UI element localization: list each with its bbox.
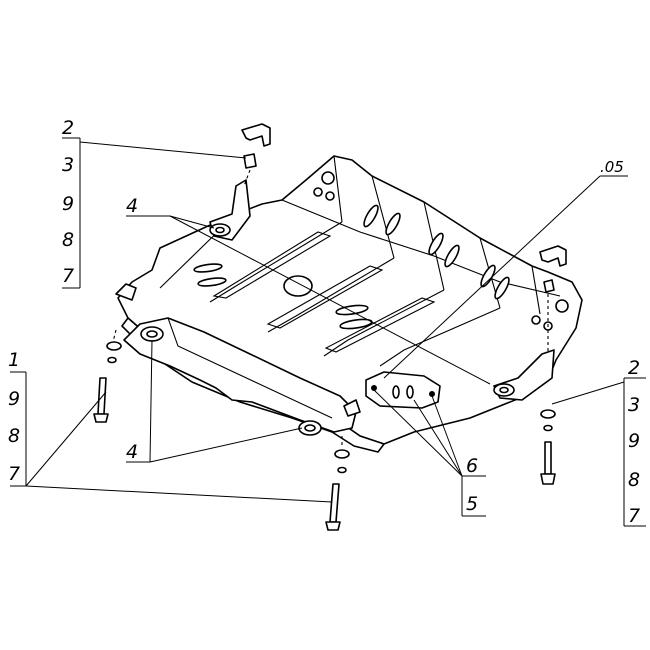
callout-part-6: 6 [466,455,478,477]
callout-bottom-left-3: 8 [8,425,20,447]
callout-right-4: 8 [628,469,640,491]
callout-part-4-upper: 4 [126,195,138,217]
cover-plate [365,371,441,409]
callout-right-3: 9 [628,430,640,452]
callout-part-5: 5 [466,493,478,515]
mounting-brackets [115,179,555,417]
hardware-left-bolt [93,329,122,423]
callout-bottom-left-4: 7 [8,463,20,485]
callout-right-1: 2 [628,357,640,379]
callout-top-left-5: 7 [62,265,74,287]
callout-top-left-2: 3 [62,154,74,176]
hardware-top-left [241,123,271,187]
callout-bottom-left-1: 1 [8,349,20,371]
callout-drawing-ref: .05 [600,158,624,176]
callout-part-4-lower: 4 [126,441,138,463]
callout-top-left-3: 9 [62,193,74,215]
callout-right-2: 3 [628,394,640,416]
callout-bottom-left-2: 9 [8,388,20,410]
leader-lines [10,137,646,527]
hardware-centre-bolt [325,436,350,531]
callout-right-5: 7 [628,505,640,527]
callout-labels: 2 3 9 8 7 4 4 1 9 8 7 .05 6 5 2 3 9 8 7 [8,117,640,527]
callout-top-left-1: 2 [62,117,74,139]
callout-top-left-4: 8 [62,229,74,251]
hardware-right [539,245,567,485]
front-cross-member [123,317,357,436]
